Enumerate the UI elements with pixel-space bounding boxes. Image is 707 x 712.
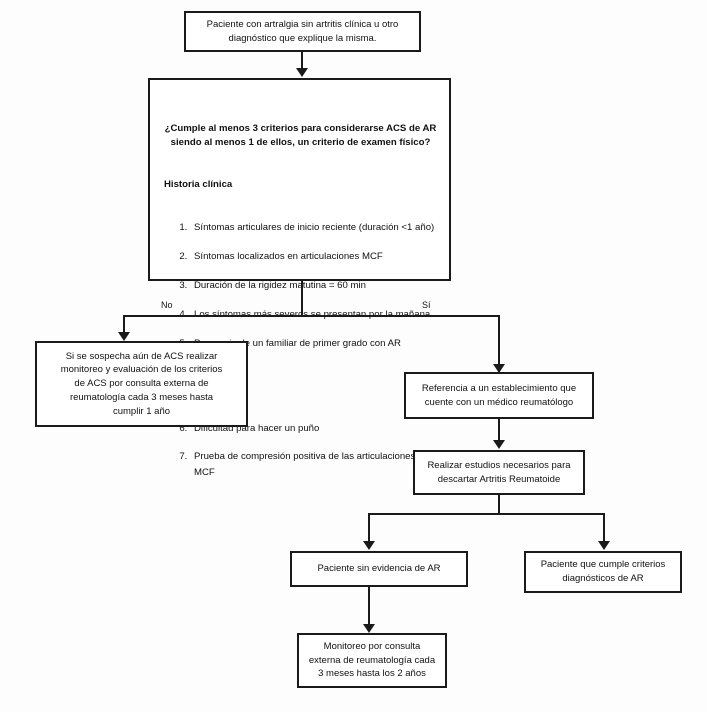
edge-referral-to-studies-arrowhead [493, 440, 505, 449]
edge-si-arrowhead [493, 364, 505, 373]
node-meets-criteria[interactable]: Paciente que cumple criterios diagnóstic… [524, 551, 682, 593]
criteria-item: Síntomas articulares de inicio reciente … [190, 220, 437, 235]
edge-decision-split-bar [123, 315, 500, 317]
node-start[interactable]: Paciente con artralgia sin artritis clín… [184, 11, 421, 52]
edge-label-si: Sí [422, 300, 431, 310]
criteria-exam-list: Dificultad para hacer un puño Prueba de … [164, 407, 437, 494]
edge-no-arrowhead [118, 332, 130, 341]
edge-studies-left-drop [368, 513, 370, 544]
node-no-branch[interactable]: Si se sospecha aún de ACS realizar monit… [35, 341, 248, 427]
edge-no-evidence-to-monitoring-arrowhead [363, 624, 375, 633]
edge-studies-split-bar [368, 513, 605, 515]
node-monitoring[interactable]: Monitoreo por consulta externa de reumat… [297, 633, 447, 688]
edge-si-drop-line [498, 315, 500, 372]
criteria-history-heading: Historia clínica [164, 179, 233, 191]
criteria-item: Prueba de compresión positiva de las art… [190, 449, 437, 479]
criteria-history-list: Síntomas articulares de inicio reciente … [164, 206, 437, 364]
edge-decision-stem [301, 281, 303, 316]
edge-no-evidence-to-monitoring-line [368, 587, 370, 627]
decision-content: ¿Cumple al menos 3 criterios para consid… [150, 80, 449, 519]
edge-label-no: No [161, 300, 173, 310]
edge-start-to-decision-line [301, 52, 303, 71]
edge-start-to-decision-arrowhead [296, 68, 308, 77]
node-studies[interactable]: Realizar estudios necesarios para descar… [413, 450, 585, 495]
edge-no-drop-line [123, 315, 125, 335]
edge-studies-stem [498, 495, 500, 515]
edge-referral-to-studies-line [498, 419, 500, 444]
criteria-item: Duración de la rigidez matutina = 60 min [190, 278, 437, 293]
criteria-item: Los síntomas más severos se presentan po… [190, 307, 437, 322]
edge-studies-right-drop [603, 513, 605, 544]
node-referral[interactable]: Referencia a un establecimiento que cuen… [404, 372, 594, 419]
decision-question: ¿Cumple al menos 3 criterios para consid… [164, 122, 437, 149]
criteria-item: Síntomas localizados en articulaciones M… [190, 249, 437, 264]
node-decision[interactable]: ¿Cumple al menos 3 criterios para consid… [148, 78, 451, 478]
criteria-item: Dificultad para hacer un puño [190, 421, 437, 436]
edge-studies-left-arrowhead [363, 541, 375, 550]
node-no-evidence[interactable]: Paciente sin evidencia de AR [290, 551, 468, 587]
edge-studies-right-arrowhead [598, 541, 610, 550]
